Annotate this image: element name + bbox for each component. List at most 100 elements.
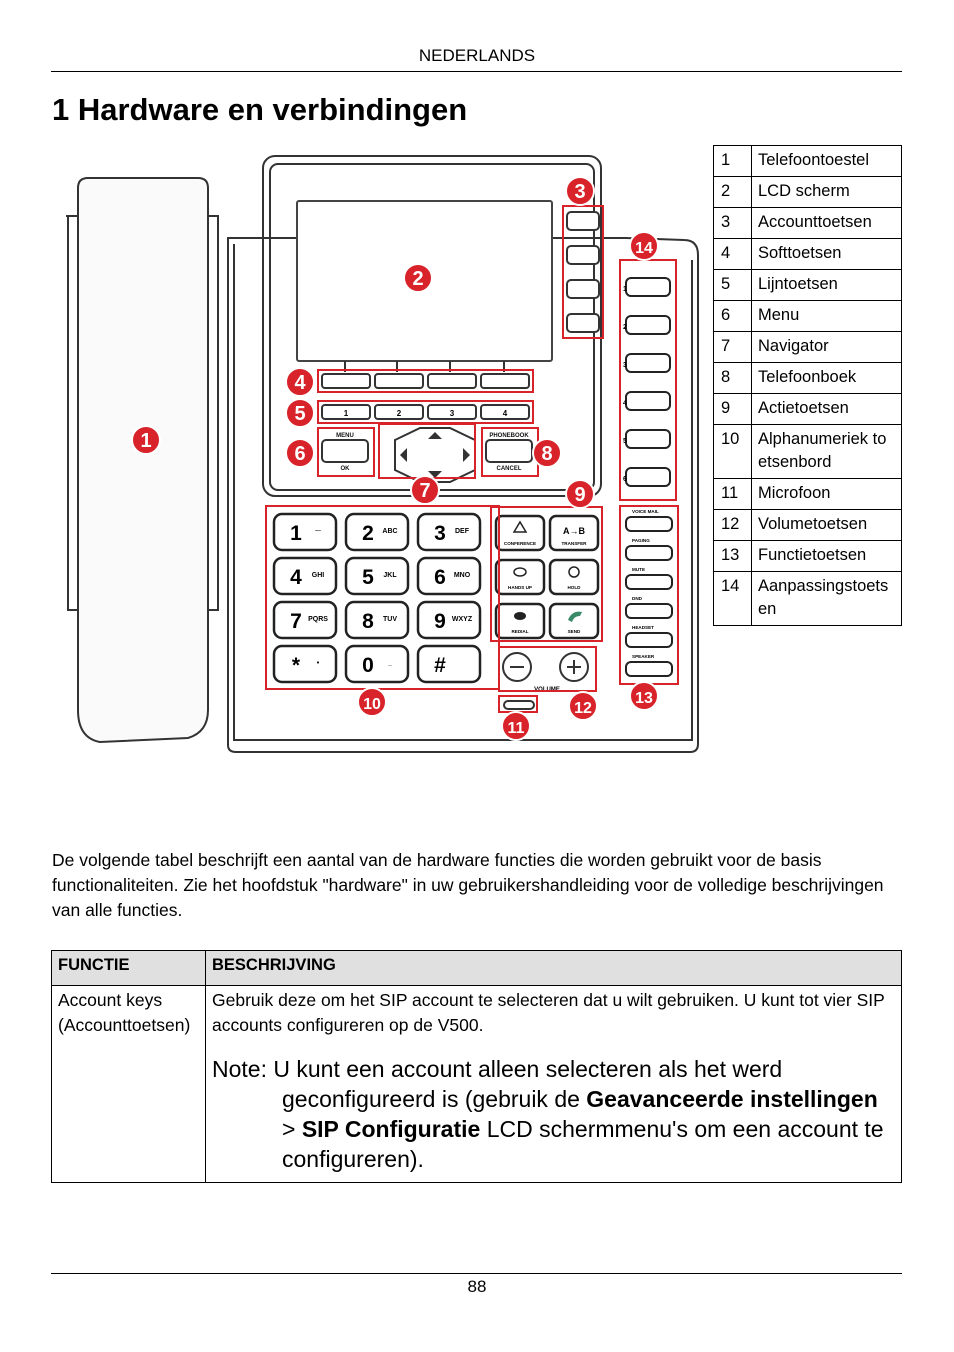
callout-badge bbox=[403, 263, 433, 293]
legend-number: 6 bbox=[713, 300, 752, 332]
function-key-label: MUTE bbox=[632, 567, 645, 572]
keypad-digit: 3 bbox=[434, 522, 446, 545]
note-separator: > bbox=[282, 1116, 302, 1142]
action-key[interactable] bbox=[494, 602, 546, 640]
keypad-key[interactable] bbox=[272, 644, 338, 684]
function-key[interactable] bbox=[625, 574, 673, 590]
callout-badge bbox=[532, 438, 562, 468]
account-key[interactable] bbox=[566, 313, 600, 333]
keypad-letters: ABC bbox=[382, 528, 397, 535]
keypad-key[interactable] bbox=[344, 512, 410, 552]
account-key[interactable] bbox=[566, 245, 600, 265]
legend-number: 2 bbox=[713, 176, 752, 208]
function-key[interactable] bbox=[625, 632, 673, 648]
line-key-label: 1 bbox=[344, 409, 349, 418]
action-key-label: CONFERENCE bbox=[504, 541, 536, 546]
adjust-key[interactable] bbox=[625, 277, 671, 297]
line-key[interactable] bbox=[480, 404, 530, 420]
action-key-label: REDIAL bbox=[511, 629, 528, 634]
keypad-digit: 0 bbox=[362, 654, 374, 677]
outline-menu bbox=[317, 427, 375, 477]
line-key[interactable] bbox=[427, 404, 477, 420]
adjust-key[interactable] bbox=[625, 353, 671, 373]
action-key[interactable] bbox=[494, 558, 546, 596]
action-key[interactable] bbox=[494, 514, 546, 552]
header-beschrijving: BESCHRIJVING bbox=[205, 950, 902, 986]
soft-key[interactable] bbox=[480, 373, 530, 389]
soft-key[interactable] bbox=[427, 373, 477, 389]
legend-number: 5 bbox=[713, 269, 752, 301]
header-rule bbox=[51, 71, 902, 72]
legend-label: Navigator bbox=[751, 331, 902, 363]
line-key[interactable] bbox=[374, 404, 424, 420]
adjust-key[interactable] bbox=[625, 315, 671, 335]
keypad-key[interactable] bbox=[344, 644, 410, 684]
legend-number: 8 bbox=[713, 362, 752, 394]
action-key[interactable] bbox=[548, 514, 600, 552]
keypad-key[interactable] bbox=[416, 600, 482, 640]
keypad-key[interactable] bbox=[272, 512, 338, 552]
adjust-key-number: 2 bbox=[623, 324, 627, 331]
account-key[interactable] bbox=[566, 279, 600, 299]
legend-number: 11 bbox=[713, 478, 752, 510]
transfer-icon: A→B bbox=[563, 526, 585, 536]
function-key[interactable] bbox=[625, 603, 673, 619]
function-key[interactable] bbox=[625, 661, 673, 677]
menu-bottom-label: OK bbox=[341, 466, 351, 472]
callout-badge bbox=[285, 367, 315, 397]
phone-base bbox=[227, 237, 699, 753]
footer-rule bbox=[51, 1273, 902, 1274]
keypad-digit: 9 bbox=[434, 610, 446, 633]
legend-label: Aanpassingstoetsen bbox=[751, 571, 902, 626]
callout-number: 14 bbox=[635, 240, 653, 257]
keypad-key[interactable] bbox=[272, 600, 338, 640]
keypad-key[interactable] bbox=[416, 556, 482, 596]
keypad-digit: 5 bbox=[362, 566, 374, 589]
callout-badge bbox=[568, 691, 598, 721]
menu-key[interactable] bbox=[321, 439, 369, 463]
phonebook-key[interactable] bbox=[485, 439, 533, 463]
keypad-key[interactable] bbox=[416, 644, 482, 684]
keypad-key[interactable] bbox=[344, 556, 410, 596]
adjust-key-number: 5 bbox=[623, 438, 627, 445]
action-key[interactable] bbox=[548, 602, 600, 640]
function-name: Account keys (Accounttoetsen) bbox=[51, 985, 206, 1183]
soft-key[interactable] bbox=[321, 373, 371, 389]
keypad-digit: 7 bbox=[290, 610, 302, 633]
adjust-key[interactable] bbox=[625, 391, 671, 411]
note-menu-sip: SIP Configuratie bbox=[301, 1116, 481, 1142]
adjust-key-number: 1 bbox=[623, 286, 627, 293]
callout-number: 9 bbox=[574, 484, 585, 506]
note-text: Note: U kunt een account alleen selecter… bbox=[212, 1054, 895, 1174]
legend-number: 14 bbox=[713, 571, 752, 626]
legend-number: 4 bbox=[713, 238, 752, 270]
language-header: NEDERLANDS bbox=[418, 46, 536, 65]
keypad-key[interactable] bbox=[416, 512, 482, 552]
keypad-letters: WXYZ bbox=[452, 616, 473, 623]
soft-key[interactable] bbox=[374, 373, 424, 389]
keypad-digit: 1 bbox=[290, 522, 302, 545]
keypad-digit: * bbox=[292, 654, 301, 677]
legend-label: Telefoontoestel bbox=[751, 145, 902, 177]
function-key[interactable] bbox=[625, 545, 673, 561]
action-key-label: SEND bbox=[568, 629, 581, 634]
keypad-letters: GHI bbox=[312, 572, 325, 579]
keypad-letters: • bbox=[317, 660, 320, 667]
callout-number: 5 bbox=[294, 403, 305, 425]
adjust-key[interactable] bbox=[625, 429, 671, 449]
adjust-key[interactable] bbox=[625, 467, 671, 487]
page-title: 1 Hardware en verbindingen bbox=[52, 92, 468, 127]
keypad-key[interactable] bbox=[344, 600, 410, 640]
line-key-label: 2 bbox=[397, 409, 402, 418]
adjust-key-number: 3 bbox=[623, 362, 627, 369]
callout-badge bbox=[131, 425, 161, 455]
function-key[interactable] bbox=[625, 516, 673, 532]
line-key[interactable] bbox=[321, 404, 371, 420]
callout-badge bbox=[629, 231, 659, 261]
callout-number: 7 bbox=[419, 480, 430, 502]
account-key[interactable] bbox=[566, 211, 600, 231]
keypad-key[interactable] bbox=[272, 556, 338, 596]
legend-label: Menu bbox=[751, 300, 902, 332]
